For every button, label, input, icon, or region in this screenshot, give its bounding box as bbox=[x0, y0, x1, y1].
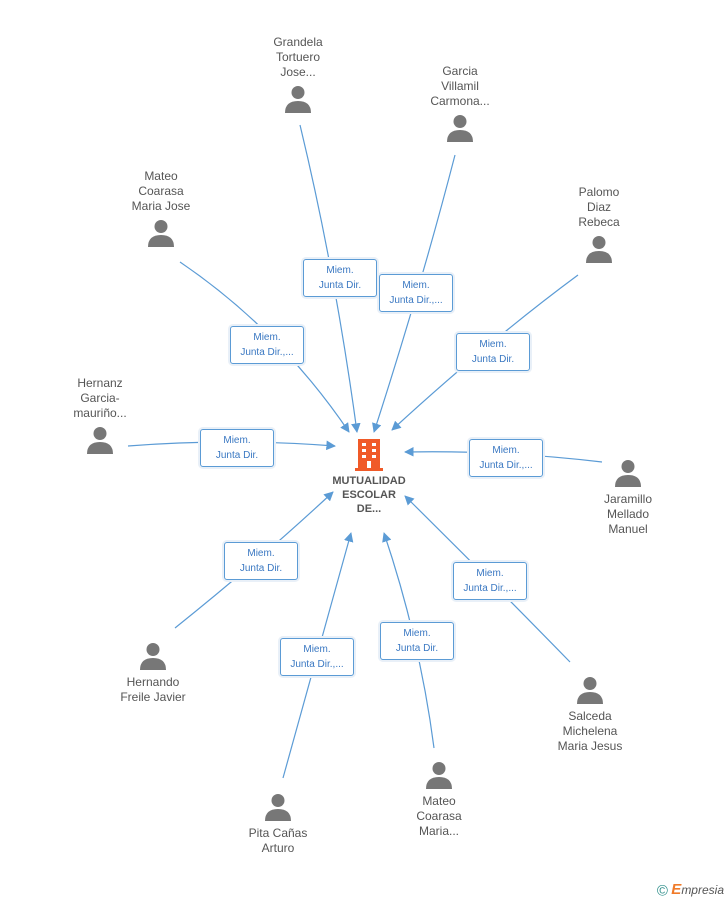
person-name: Jaramillo Mellado Manuel bbox=[603, 492, 652, 536]
person-node-p6[interactable]: Jaramillo Mellado Manuel bbox=[563, 458, 693, 537]
relation-label-p7[interactable]: Miem.Junta Dir. bbox=[224, 542, 298, 580]
person-name: Mateo Coarasa Maria... bbox=[416, 794, 462, 838]
relation-label-p1[interactable]: Miem.Junta Dir. bbox=[303, 259, 377, 297]
person-icon bbox=[285, 86, 311, 113]
relation-label-p5[interactable]: Miem.Junta Dir. bbox=[200, 429, 274, 467]
person-name: Hernando Freile Javier bbox=[120, 675, 186, 704]
relation-label-p8[interactable]: Miem.Junta Dir.,... bbox=[453, 562, 527, 600]
person-name: Mateo Coarasa Maria Jose bbox=[131, 169, 191, 213]
person-name: Pita Cañas Arturo bbox=[248, 826, 308, 855]
person-node-p3[interactable]: Mateo Coarasa Maria Jose bbox=[96, 169, 226, 248]
person-icon bbox=[140, 643, 166, 670]
person-icon bbox=[148, 220, 174, 247]
person-icon bbox=[615, 460, 641, 487]
brand-footer: © Empresia bbox=[657, 881, 724, 899]
relation-label-p4[interactable]: Miem.Junta Dir. bbox=[456, 333, 530, 371]
person-node-p7[interactable]: Hernando Freile Javier bbox=[88, 641, 218, 705]
person-icon bbox=[447, 115, 473, 142]
person-icon bbox=[577, 677, 603, 704]
person-name: Salceda Michelena Maria Jesus bbox=[557, 709, 623, 753]
brand-logo: Empresia bbox=[671, 880, 724, 898]
person-node-p4[interactable]: Palomo Diaz Rebeca bbox=[534, 185, 664, 264]
person-name: Garcia Villamil Carmona... bbox=[430, 64, 490, 108]
relation-label-p3[interactable]: Miem.Junta Dir.,... bbox=[230, 326, 304, 364]
relation-label-p6[interactable]: Miem.Junta Dir.,... bbox=[469, 439, 543, 477]
company-node[interactable]: MUTUALIDAD ESCOLAR DE... bbox=[319, 436, 419, 516]
copyright-icon: © bbox=[656, 882, 668, 899]
person-icon bbox=[265, 794, 291, 821]
relation-label-p10[interactable]: Miem.Junta Dir. bbox=[380, 622, 454, 660]
person-name: Hernanz Garcia- mauriño... bbox=[73, 376, 127, 420]
person-icon bbox=[87, 427, 113, 454]
person-node-p2[interactable]: Garcia Villamil Carmona... bbox=[395, 64, 525, 143]
person-node-p8[interactable]: Salceda Michelena Maria Jesus bbox=[525, 675, 655, 754]
company-name: MUTUALIDAD ESCOLAR DE... bbox=[332, 475, 406, 515]
person-name: Grandela Tortuero Jose... bbox=[273, 35, 323, 79]
relation-label-p9[interactable]: Miem.Junta Dir.,... bbox=[280, 638, 354, 676]
person-icon bbox=[426, 762, 452, 789]
relation-label-p2[interactable]: Miem.Junta Dir.,... bbox=[379, 274, 453, 312]
person-node-p10[interactable]: Mateo Coarasa Maria... bbox=[374, 760, 504, 839]
person-node-p5[interactable]: Hernanz Garcia- mauriño... bbox=[35, 376, 165, 455]
person-node-p1[interactable]: Grandela Tortuero Jose... bbox=[233, 35, 363, 114]
person-icon bbox=[586, 236, 612, 263]
person-node-p9[interactable]: Pita Cañas Arturo bbox=[213, 792, 343, 856]
person-name: Palomo Diaz Rebeca bbox=[578, 185, 620, 229]
building-icon bbox=[355, 439, 383, 471]
